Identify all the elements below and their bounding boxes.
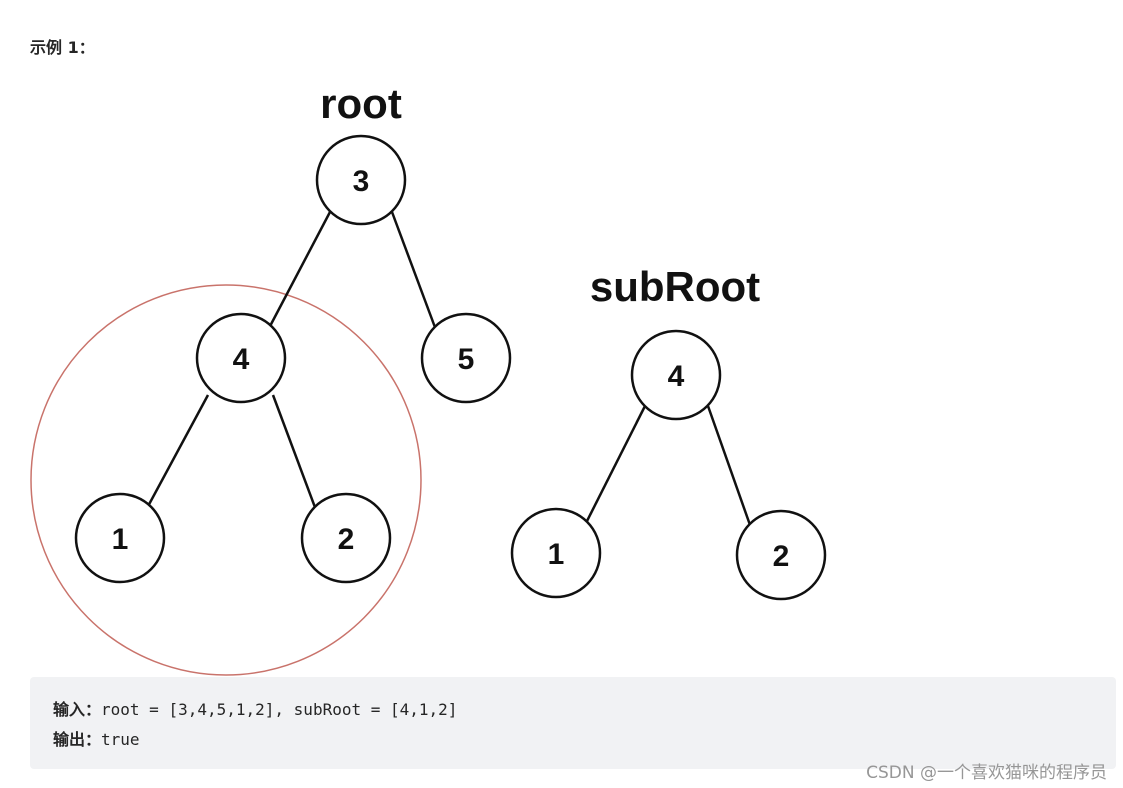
edge-4-2 bbox=[271, 394, 318, 511]
tree-node: 3 bbox=[315, 134, 407, 226]
output-label: 输出： bbox=[53, 730, 102, 749]
sub-edge-4-2 bbox=[706, 405, 752, 526]
node-label: 3 bbox=[353, 165, 370, 198]
node-label: 4 bbox=[668, 360, 685, 393]
node-label: 1 bbox=[548, 538, 565, 571]
subroot-node: 1 bbox=[510, 507, 602, 599]
edge-3-4 bbox=[266, 211, 332, 331]
tree-node: 5 bbox=[420, 312, 512, 404]
subroot-tree-label: subRoot bbox=[590, 263, 760, 310]
binary-tree-figure: root subRoot 3 4 5 1 2 4 1 2 bbox=[30, 80, 827, 676]
csdn-watermark: CSDN @一个喜欢猫咪的程序员 bbox=[866, 763, 1107, 783]
input-label: 输入： bbox=[53, 700, 102, 719]
output-line: 输出：true bbox=[53, 725, 1116, 755]
subroot-node: 4 bbox=[630, 329, 722, 421]
subroot-node: 2 bbox=[735, 509, 827, 601]
tree-node: 1 bbox=[74, 492, 166, 584]
tree-node: 2 bbox=[300, 492, 392, 584]
tree-node: 4 bbox=[195, 312, 287, 404]
example-code-block: 输入：root = [3,4,5,1,2], subRoot = [4,1,2]… bbox=[30, 677, 1116, 769]
root-tree-label: root bbox=[320, 80, 402, 127]
node-label: 2 bbox=[773, 540, 790, 573]
output-value: true bbox=[101, 730, 140, 749]
node-label: 5 bbox=[458, 343, 475, 376]
input-line: 输入：root = [3,4,5,1,2], subRoot = [4,1,2] bbox=[53, 695, 1116, 725]
subtree-highlight-circle bbox=[30, 284, 422, 676]
sub-edge-4-1 bbox=[583, 405, 647, 526]
node-label: 4 bbox=[233, 343, 250, 376]
node-label: 1 bbox=[112, 523, 129, 556]
edge-4-1 bbox=[144, 394, 210, 511]
example-heading: 示例 1： bbox=[30, 38, 95, 57]
edge-3-5 bbox=[390, 211, 438, 331]
input-value: root = [3,4,5,1,2], subRoot = [4,1,2] bbox=[101, 700, 458, 719]
node-label: 2 bbox=[338, 523, 355, 556]
